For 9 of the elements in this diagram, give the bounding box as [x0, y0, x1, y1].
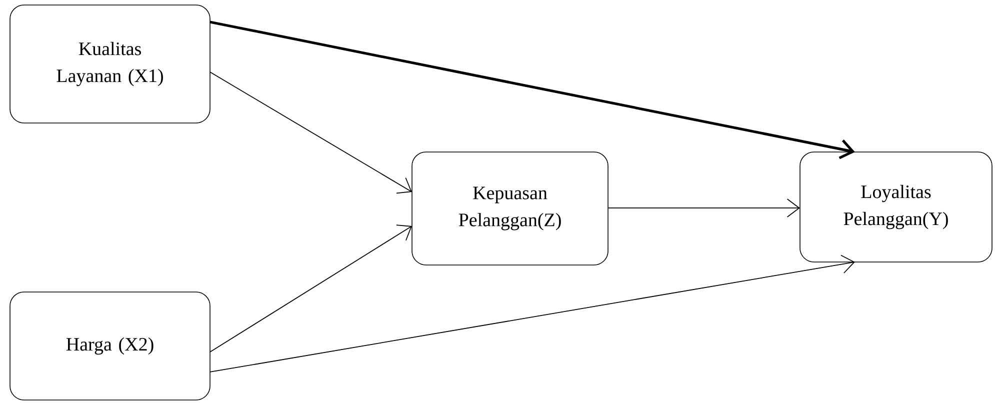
process-box: Kepuasan Pelanggan(Z)	[412, 152, 608, 266]
process-box: Loyalitas Pelanggan(Y)	[800, 152, 992, 262]
process-box: Harga (X2)	[10, 292, 210, 400]
arrow	[210, 72, 412, 194]
arrow	[608, 198, 800, 218]
arrow	[210, 254, 855, 372]
arrow	[210, 20, 855, 160]
arrow	[210, 224, 412, 352]
process-box: Kualitas Layanan (X1)	[10, 4, 210, 124]
